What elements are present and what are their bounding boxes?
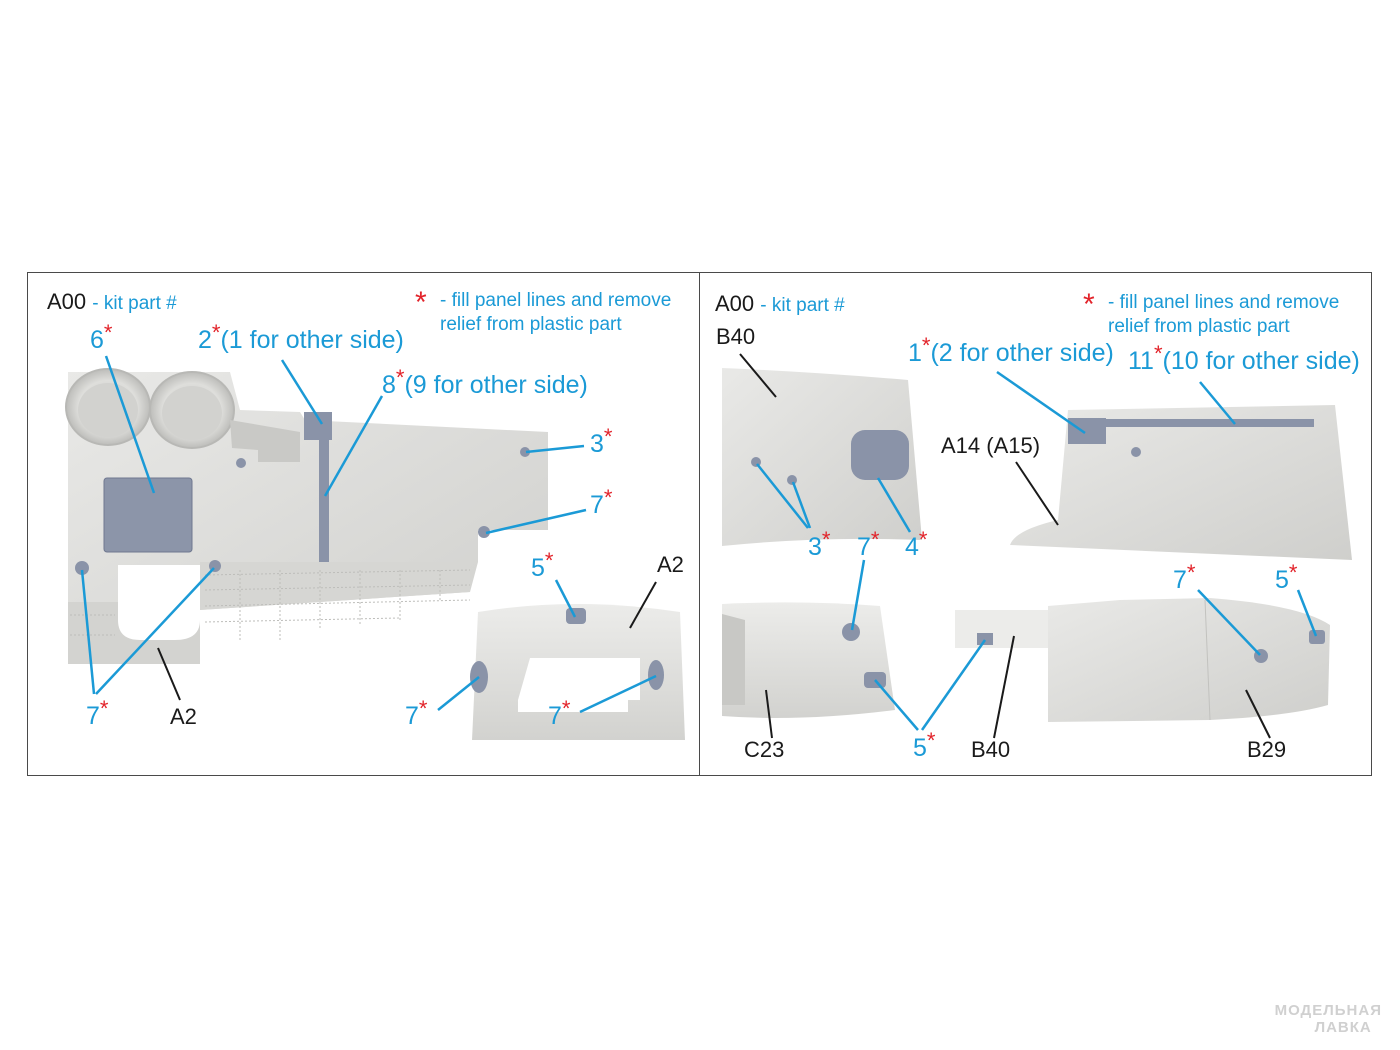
callout-2: 2*(1 for other side) <box>198 320 404 354</box>
callout-7-right-b: 7* <box>1173 560 1196 594</box>
fuselage-part-a2 <box>65 368 548 664</box>
part-label-a2-tail: A2 <box>657 552 684 577</box>
part-label-b29: B29 <box>1247 737 1287 762</box>
part-b29 <box>1048 598 1330 722</box>
legend-star-left: * <box>415 286 427 319</box>
part-b40-upper <box>722 368 922 546</box>
legend-line-1: - fill panel lines and remove <box>440 290 672 311</box>
callout-7-left-d: 7* <box>548 696 571 730</box>
part-a14 <box>1010 405 1352 560</box>
kit-desc: - kit part # <box>92 293 177 314</box>
part-label-b40-upper: B40 <box>716 324 756 349</box>
callout-1: 1*(2 for other side) <box>908 333 1114 367</box>
part-label-c23: C23 <box>744 737 785 762</box>
legend-line-1: - fill panel lines and remove <box>1108 292 1340 313</box>
kit-legend-left: A00 - kit part # <box>47 289 177 314</box>
part-c23 <box>722 602 895 718</box>
part-label-a2-main: A2 <box>170 704 197 729</box>
callout-7-right-a: 7* <box>857 527 880 561</box>
legend-text-right: - fill panel lines and remove relief fro… <box>1108 291 1339 339</box>
watermark: МОДЕЛЬНАЯ ЛАВКА <box>1275 1002 1382 1036</box>
part-b40-lower <box>955 610 1050 648</box>
tail-part-a2 <box>470 604 685 740</box>
callout-8: 8*(9 for other side) <box>382 365 588 399</box>
callout-5-right-a: 5* <box>1275 560 1298 594</box>
panel-divider <box>699 272 700 776</box>
kit-legend-right: A00 - kit part # <box>715 291 845 316</box>
part-label-a14: A14 (A15) <box>941 433 1041 458</box>
watermark-line-1: МОДЕЛЬНАЯ <box>1274 1002 1382 1019</box>
callout-leaders <box>80 355 1318 731</box>
callout-3-right: 3* <box>808 527 831 561</box>
callout-5-right-b: 5* <box>913 728 936 762</box>
callout-5-left: 5* <box>531 548 554 582</box>
part-label-b40-lower: B40 <box>971 737 1011 762</box>
legend-text-left: - fill panel lines and remove relief fro… <box>440 289 671 337</box>
legend-line-2: relief from plastic part <box>1108 316 1290 337</box>
callout-11: 11*(10 for other side) <box>1128 341 1360 375</box>
legend-line-2: relief from plastic part <box>440 314 622 335</box>
kit-prefix: A00 <box>715 291 755 316</box>
callout-6: 6* <box>90 320 113 354</box>
part-leaders <box>157 353 1271 739</box>
legend-star-right: * <box>1083 288 1095 321</box>
kit-prefix: A00 <box>47 289 87 314</box>
callout-3-left: 3* <box>590 424 613 458</box>
watermark-line-2: ЛАВКА <box>1314 1019 1372 1036</box>
kit-desc: - kit part # <box>760 295 845 316</box>
callout-7-left-b: 7* <box>86 696 109 730</box>
callout-7-left-a: 7* <box>590 485 613 519</box>
callout-4: 4* <box>905 527 928 561</box>
callout-7-left-c: 7* <box>405 696 428 730</box>
